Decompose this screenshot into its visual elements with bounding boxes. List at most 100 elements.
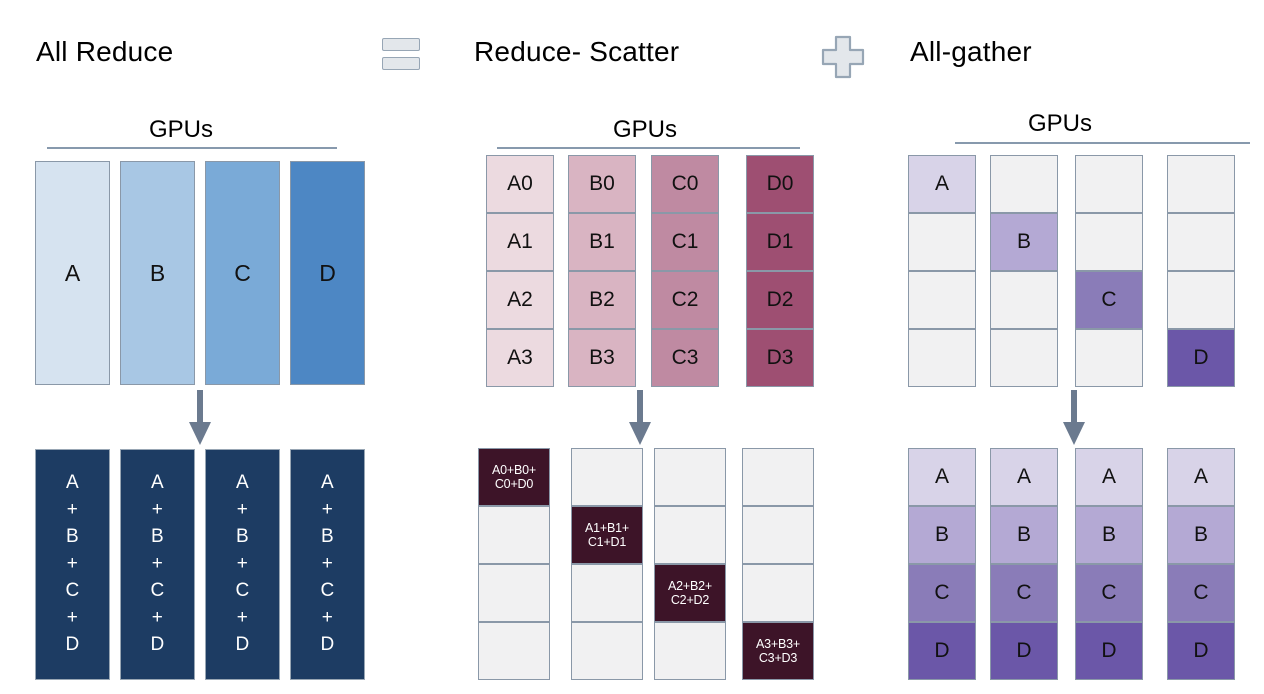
all-gather-cell: A [908,155,976,213]
cell-label: D [1193,639,1209,663]
cell-label: A0 [507,172,533,196]
result-line-1: A1+B1+ [585,521,629,535]
all-reduce-result-bar: A + B + C + D [205,449,280,680]
reduce-scatter-empty-cell [654,448,726,506]
all-reduce-top-bar-label: B [149,259,166,286]
all-reduce-result-bar: A + B + C + D [120,449,195,680]
all-gather-cell: B [990,213,1058,271]
all-gather-result-cell: A [990,448,1058,506]
sum-line: + [321,499,334,521]
all-gather-result-cell: D [908,622,976,680]
sum-line: C [65,579,80,601]
cell-label: A [1101,465,1116,489]
reduce-scatter-cell: D1 [746,213,814,271]
section-title-all-gather: All-gather [910,36,1032,67]
reduce-scatter-result-cell: A0+B0+ C0+D0 [478,448,550,506]
cell-label: B [1193,523,1208,547]
gpus-label-all-reduce: GPUs [148,116,213,143]
all-reduce-result-bar: A + B + C + D [290,449,365,680]
sum-line: + [236,606,249,628]
all-reduce-result-bar: A + B + C + D [35,449,110,680]
result-line-1: A2+B2+ [668,579,712,593]
sum-line: D [150,633,165,655]
reduce-scatter-cell: B1 [568,213,636,271]
all-gather-empty-cell [1075,213,1143,271]
cell-label: D [1101,639,1117,663]
gpus-rule-all-gather [955,142,1250,144]
all-gather-result-cell: C [1075,564,1143,622]
sum-line: A [66,472,79,494]
cell-label: D3 [766,346,794,370]
all-gather-empty-cell [1075,329,1143,387]
cell-label: D [1193,346,1209,370]
sum-line: + [321,553,334,575]
sum-line: B [151,526,164,548]
all-gather-result-cell: A [908,448,976,506]
all-gather-result-cell: B [908,506,976,564]
all-reduce-top-bar: C [205,161,280,385]
all-gather-result-cell: A [1167,448,1235,506]
reduce-scatter-cell: D0 [746,155,814,213]
cell-label: A2 [507,288,533,312]
sum-line: C [320,579,335,601]
reduce-scatter-cell: B3 [568,329,636,387]
all-gather-result-cell: B [1075,506,1143,564]
cell-label: A [934,172,949,196]
cell-label: C [1016,581,1032,605]
cell-label: C [1101,288,1117,312]
reduce-scatter-empty-cell [478,622,550,680]
all-reduce-top-bar: B [120,161,195,385]
sum-line: + [236,553,249,575]
gpus-label-all-gather: GPUs [1027,110,1092,137]
all-gather-cell: C [1075,271,1143,329]
all-gather-empty-cell [1167,213,1235,271]
reduce-scatter-empty-cell [742,506,814,564]
sum-line: B [236,526,249,548]
sum-line: + [151,553,164,575]
result-line-1: A0+B0+ [492,463,536,477]
sum-line: + [66,499,79,521]
result-line-2: C3+D3 [758,651,798,665]
reduce-scatter-result-cell: A1+B1+ C1+D1 [571,506,643,564]
arrow-down-all-gather [1063,390,1085,445]
all-gather-result-cell: D [1167,622,1235,680]
reduce-scatter-empty-cell [571,564,643,622]
all-gather-result-cell: B [1167,506,1235,564]
reduce-scatter-empty-cell [478,506,550,564]
all-gather-empty-cell [1167,271,1235,329]
section-title-reduce-scatter: Reduce- Scatter [474,36,680,67]
all-gather-result-cell: C [990,564,1058,622]
plus-icon-glyph [821,35,865,79]
equals-icon [382,38,422,74]
sum-line: + [66,553,79,575]
cell-label: A [934,465,949,489]
all-gather-empty-cell [1075,155,1143,213]
sum-line: A [151,472,164,494]
sum-line: C [150,579,165,601]
sum-line: B [321,526,334,548]
reduce-scatter-cell: A1 [486,213,554,271]
cell-label: D [934,639,950,663]
cell-label: C [1101,581,1117,605]
cell-label: B1 [589,230,615,254]
reduce-scatter-result-cell: A2+B2+ C2+D2 [654,564,726,622]
reduce-scatter-cell: D2 [746,271,814,329]
reduce-scatter-cell: A0 [486,155,554,213]
reduce-scatter-cell: B0 [568,155,636,213]
sum-line: B [66,526,79,548]
cell-label: D2 [766,288,794,312]
reduce-scatter-cell: C1 [651,213,719,271]
result-line-2: C0+D0 [494,477,534,491]
reduce-scatter-empty-cell [742,448,814,506]
equals-icon-bar-top [382,38,420,51]
all-reduce-top-bar-label: C [234,259,251,286]
cell-label: C [934,581,950,605]
cell-label: B2 [589,288,615,312]
plus-icon [820,34,866,80]
cell-label: D0 [766,172,794,196]
all-gather-result-cell: C [1167,564,1235,622]
cell-label: A [1193,465,1208,489]
all-gather-empty-cell [990,329,1058,387]
all-gather-empty-cell [1167,155,1235,213]
cell-label: D [1016,639,1032,663]
